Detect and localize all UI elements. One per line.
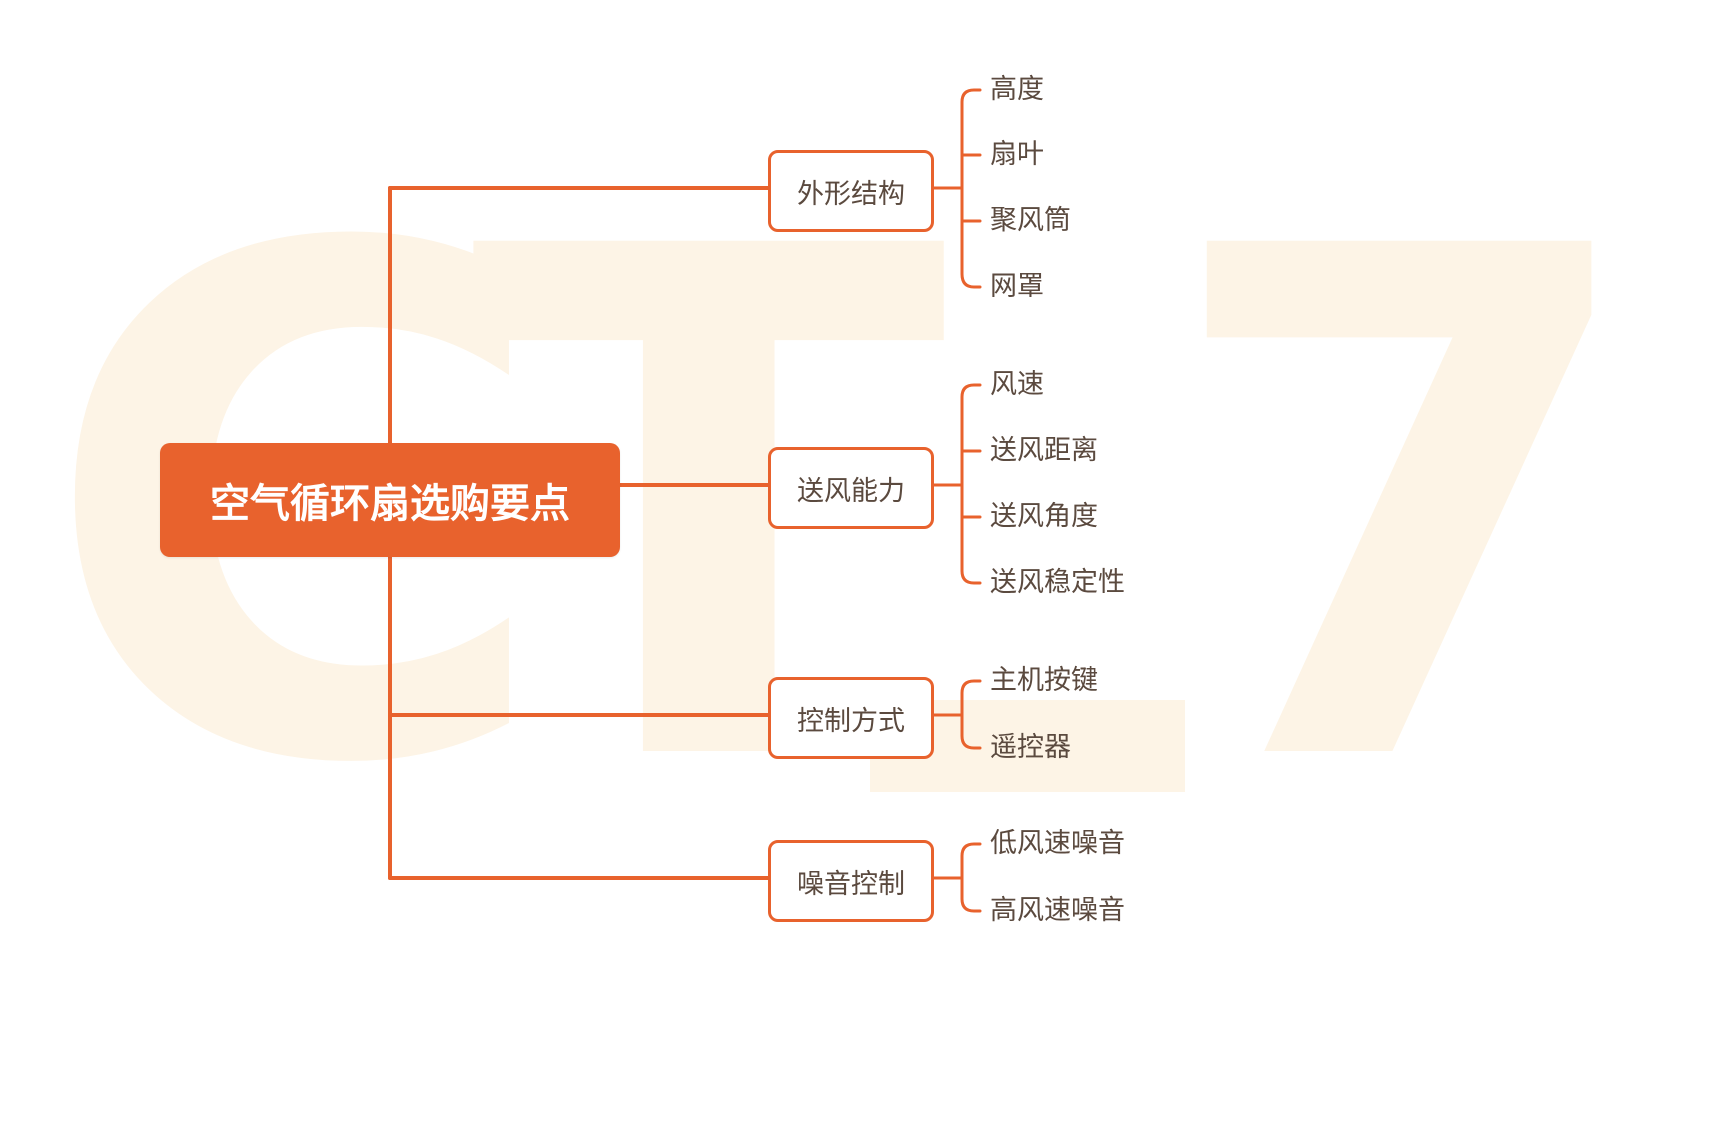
branch1-bracket <box>960 88 982 289</box>
branch-label: 控制方式 <box>797 705 905 737</box>
root-node[interactable]: 空气循环扇选购要点 <box>160 443 620 557</box>
child-node-wind-duct[interactable]: 聚风筒 <box>990 205 1071 236</box>
child-node-fan-blade[interactable]: 扇叶 <box>990 139 1044 170</box>
branch2-bracket <box>960 383 982 585</box>
child-node-wind-angle[interactable]: 送风角度 <box>990 501 1098 532</box>
root-node-label: 空气循环扇选购要点 <box>210 481 570 527</box>
child-node-wind-stability[interactable]: 送风稳定性 <box>990 567 1125 598</box>
child-node-mesh-cover[interactable]: 网罩 <box>990 271 1044 302</box>
watermark-letter-7: 7 <box>1160 102 1648 917</box>
branch-label: 外形结构 <box>797 178 905 210</box>
branch-node-noise-control[interactable]: 噪音控制 <box>768 840 934 922</box>
branch-label: 噪音控制 <box>797 868 905 900</box>
child-node-wind-distance[interactable]: 送风距离 <box>990 435 1098 466</box>
branch-node-control-method[interactable]: 控制方式 <box>768 677 934 759</box>
child-node-low-speed-noise[interactable]: 低风速噪音 <box>990 828 1125 859</box>
child-node-high-speed-noise[interactable]: 高风速噪音 <box>990 895 1125 926</box>
branch3-bracket <box>960 679 982 750</box>
child-node-remote-control[interactable]: 遥控器 <box>990 732 1071 763</box>
child-node-wind-speed[interactable]: 风速 <box>990 369 1044 400</box>
branch-label: 送风能力 <box>797 475 905 507</box>
branch-node-shape-structure[interactable]: 外形结构 <box>768 150 934 232</box>
child-node-host-buttons[interactable]: 主机按键 <box>990 665 1098 696</box>
branch-node-air-delivery[interactable]: 送风能力 <box>768 447 934 529</box>
branch4-bracket <box>960 842 982 913</box>
child-node-height[interactable]: 高度 <box>990 74 1044 105</box>
